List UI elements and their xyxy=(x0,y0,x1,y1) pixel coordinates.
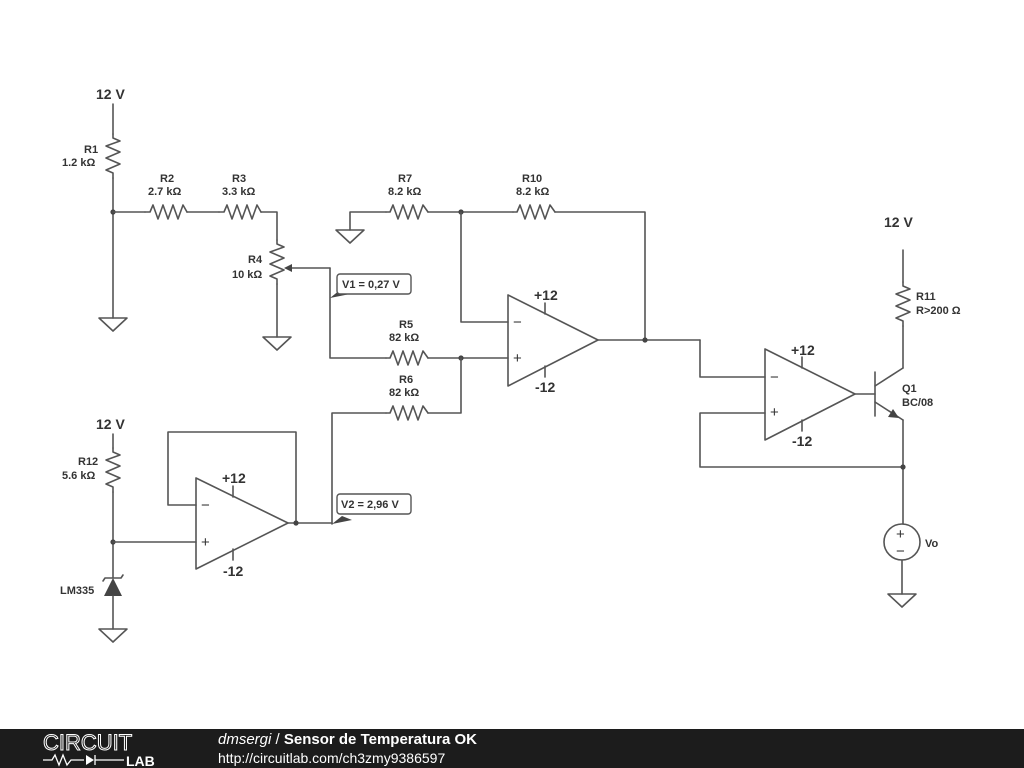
opamp-u2-neg-rail: -12 xyxy=(535,379,555,395)
resistor-r10: R10 8.2 kΩ xyxy=(512,173,556,220)
opamp-u1-pos-rail: +12 xyxy=(222,470,246,486)
opamp-u2: − + +12 -12 xyxy=(507,287,599,395)
r3-value: 3.3 kΩ xyxy=(222,186,255,198)
opamp-u2-plus: + xyxy=(513,350,522,367)
r1-name: R1 xyxy=(84,144,98,156)
resistor-r12: R12 5.6 kΩ xyxy=(62,447,121,493)
r1-value: 1.2 kΩ xyxy=(62,157,95,169)
r7-value: 8.2 kΩ xyxy=(388,186,421,198)
r10-name: R10 xyxy=(522,173,542,185)
potentiometer-r4: R4 10 kΩ xyxy=(232,239,331,285)
probe-v1: V1 = 0,27 V xyxy=(330,273,412,298)
r3-name: R3 xyxy=(232,173,246,185)
vo-label: Vo xyxy=(925,538,939,550)
r2-value: 2.7 kΩ xyxy=(148,186,181,198)
vo-plus: + xyxy=(896,526,905,543)
opamp-u3-plus: + xyxy=(770,404,779,421)
r10-value: 8.2 kΩ xyxy=(516,186,549,198)
resistor-r3: R3 3.3 kΩ xyxy=(218,173,262,220)
ground-symbol-left-top xyxy=(98,317,128,332)
opamp-u1-minus: − xyxy=(201,497,210,514)
opamp-u3: − + +12 -12 xyxy=(764,342,856,449)
resistor-r2: R2 2.7 kΩ xyxy=(144,173,188,220)
opamp-u1-plus: + xyxy=(201,534,210,551)
r7-name: R7 xyxy=(398,173,412,185)
circuit-url[interactable]: http://circuitlab.com/ch3zmy9386597 xyxy=(218,750,446,766)
r4-value: 10 kΩ xyxy=(232,269,262,281)
r11-name: R11 xyxy=(916,291,936,303)
probe-v1-label: V1 = 0,27 V xyxy=(342,279,400,291)
r2-name: R2 xyxy=(160,173,174,185)
opamp-u3-neg-rail: -12 xyxy=(792,433,812,449)
output-meter-vo: + − Vo xyxy=(883,523,939,561)
q1-name: Q1 xyxy=(902,383,917,395)
zener-lm335: LM335 xyxy=(60,574,124,597)
opamp-u1-neg-rail: -12 xyxy=(223,563,243,579)
r5-value: 82 kΩ xyxy=(389,332,419,344)
vo-minus: − xyxy=(896,543,905,560)
ground-symbol-lm335 xyxy=(98,628,128,643)
circuitlab-logo: CIRCUIT LAB xyxy=(43,730,155,768)
opamp-u2-minus: − xyxy=(513,314,522,331)
supply-label-top-left: 12 V xyxy=(96,86,125,102)
transistor-q1: Q1 BC/08 xyxy=(874,367,933,421)
r12-name: R12 xyxy=(78,456,98,468)
resistor-r6: R6 82 kΩ xyxy=(385,374,429,421)
supply-label-bottom-left: 12 V xyxy=(96,416,125,432)
resistor-r7: R7 8.2 kΩ xyxy=(385,173,429,220)
opamp-u1: − + +12 -12 xyxy=(195,470,289,579)
r11-value: R>200 Ω xyxy=(916,305,961,317)
ground-symbol-vo xyxy=(887,593,917,608)
logo-top-text: CIRCUIT xyxy=(43,730,132,755)
opamp-u3-minus: − xyxy=(770,369,779,386)
q1-model: BC/08 xyxy=(902,397,933,409)
resistor-r11: R11 R>200 Ω xyxy=(895,281,961,327)
circuit-title[interactable]: Sensor de Temperatura OK xyxy=(283,731,477,748)
supply-label-right: 12 V xyxy=(884,214,913,230)
r5-name: R5 xyxy=(399,319,413,331)
circuit-schematic: 12 V R1 1.2 kΩ R2 2.7 kΩ R3 3.3 kΩ R4 10… xyxy=(60,86,961,643)
r6-name: R6 xyxy=(399,374,413,386)
opamp-u3-pos-rail: +12 xyxy=(791,342,815,358)
probe-v2-label: V2 = 2,96 V xyxy=(341,499,399,511)
lm335-label: LM335 xyxy=(60,585,94,597)
resistor-r1: R1 1.2 kΩ xyxy=(62,133,121,179)
probe-v2: V2 = 2,96 V xyxy=(332,493,412,524)
footer-separator: / xyxy=(271,731,284,748)
author-link[interactable]: dmsergi xyxy=(218,731,272,748)
opamp-u2-pos-rail: +12 xyxy=(534,287,558,303)
ground-symbol-r4 xyxy=(262,336,292,351)
logo-bottom-text: LAB xyxy=(126,753,155,768)
ground-symbol-r7 xyxy=(335,229,365,244)
r4-name: R4 xyxy=(248,254,263,266)
r12-value: 5.6 kΩ xyxy=(62,470,95,482)
footer-bar: CIRCUIT LAB dmsergi / Sensor de Temperat… xyxy=(0,729,1024,768)
r6-value: 82 kΩ xyxy=(389,387,419,399)
resistor-r5: R5 82 kΩ xyxy=(385,319,429,366)
